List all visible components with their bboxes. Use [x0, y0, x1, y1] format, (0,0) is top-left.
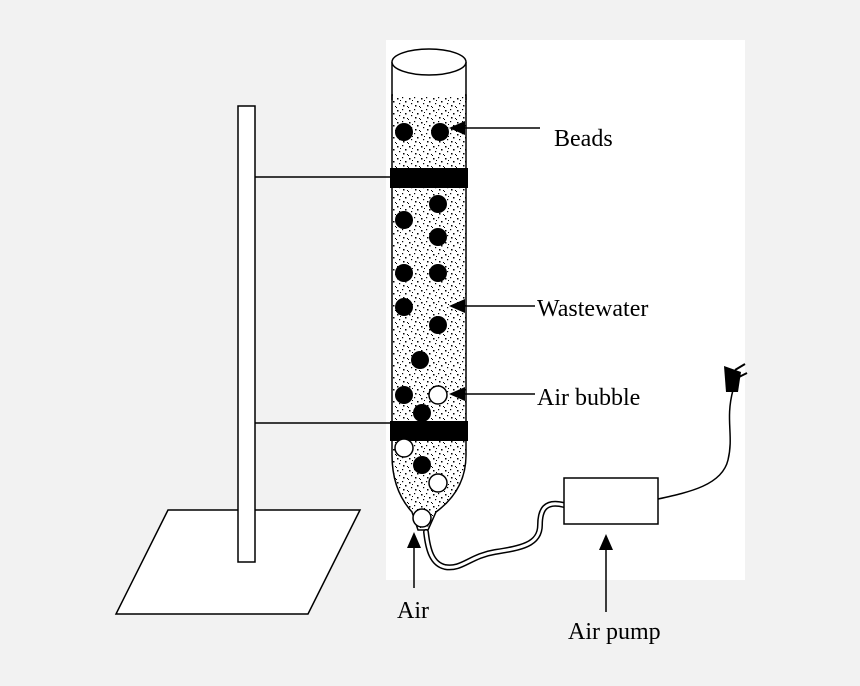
- air-bubble: [428, 473, 448, 493]
- air-bubble: [412, 508, 432, 528]
- bead: [429, 195, 447, 213]
- air-bubbles-group: [394, 385, 448, 528]
- air-label: Air: [397, 598, 429, 624]
- bead: [395, 386, 413, 404]
- air-bubble-label: Air bubble: [537, 385, 640, 411]
- lower-clamp-band: [390, 421, 468, 441]
- beads-arrow: [449, 121, 540, 135]
- air-pump-arrow: [599, 534, 613, 612]
- stand-pole: [237, 105, 256, 563]
- bead: [429, 228, 447, 246]
- bead: [411, 351, 429, 369]
- bead: [429, 316, 447, 334]
- upper-clamp-band: [390, 168, 468, 188]
- bead: [395, 123, 413, 141]
- beads-group: [395, 123, 449, 474]
- plug-icon: [724, 363, 748, 392]
- air-pump-label: Air pump: [568, 619, 661, 645]
- air-hose-inner: [424, 502, 566, 569]
- bead: [395, 298, 413, 316]
- air-arrow: [407, 532, 421, 588]
- wastewater-label: Wastewater: [537, 296, 648, 322]
- air-pump-box: [563, 477, 659, 525]
- air-bubble: [428, 385, 448, 405]
- power-cord: [657, 389, 734, 500]
- wastewater-arrow: [449, 299, 535, 313]
- air-bubble-arrow: [449, 387, 535, 401]
- beads-label: Beads: [554, 126, 613, 152]
- bead: [429, 264, 447, 282]
- column-opening: [391, 48, 467, 76]
- bead: [395, 264, 413, 282]
- bead: [413, 404, 431, 422]
- bead: [395, 211, 413, 229]
- bead: [413, 456, 431, 474]
- air-bubble: [394, 438, 414, 458]
- bead: [431, 123, 449, 141]
